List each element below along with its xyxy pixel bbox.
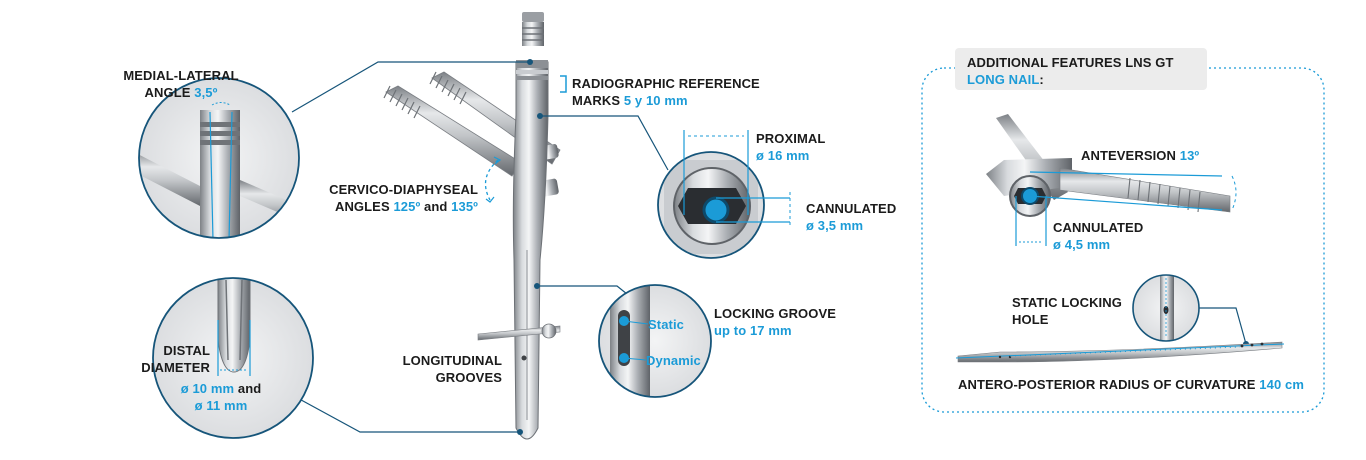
radiographic-value: 5 y 10 mm	[623, 93, 688, 108]
static-position-label: Static	[648, 317, 685, 332]
cervico-angle-arc	[484, 159, 499, 201]
longitudinal-grooves-label: LONGITUDINAL GROOVES	[402, 353, 502, 385]
medial-lateral-label: MEDIAL-LATERAL ANGLE 3,5º	[123, 68, 239, 100]
curvature-radius-label: ANTERO-POSTERIOR RADIUS OF CURVATURE 140…	[958, 377, 1304, 392]
distal-screw-image	[477, 323, 561, 361]
cannulated-main-label: CANNULATED ø 3,5 mm	[806, 201, 897, 233]
set-screw-image	[522, 12, 544, 46]
dynamic-position-label: Dynamic	[646, 353, 701, 368]
locking-groove-label: LOCKING GROOVE up to 17 mm	[714, 306, 837, 338]
proximal-label: PROXIMAL ø 16 mm	[756, 131, 826, 163]
zoom-distal	[152, 277, 314, 439]
anteversion-label: ANTEVERSION 13º	[1081, 148, 1200, 163]
cannulated-long-nail-label: CANNULATED ø 4,5 mm	[1053, 220, 1144, 252]
main-nail	[383, 12, 561, 440]
curvature-radius-value: 140 cm	[1259, 377, 1304, 392]
static-locking-hole-zoom	[1132, 274, 1249, 347]
additional-features-panel	[921, 67, 1325, 413]
zoom-proximal	[657, 130, 791, 259]
zoom-medial-lateral	[138, 77, 300, 239]
long-curved-nail-image	[955, 341, 1285, 363]
cannulated-main-value: ø 3,5 mm	[806, 218, 864, 233]
radiographic-reference-label: RADIOGRAPHIC REFERENCE MARKS 5 y 10 mm	[572, 76, 760, 108]
additional-features-title: ADDITIONAL FEATURES LNS GT LONG NAIL:	[967, 55, 1174, 87]
zoom-locking-groove	[598, 284, 712, 398]
cannulated-long-nail-value: ø 4,5 mm	[1053, 237, 1111, 252]
locking-groove-value: up to 17 mm	[714, 323, 792, 338]
additional-features-header-box	[955, 48, 1207, 90]
radiographic-bracket	[560, 75, 567, 93]
distal-diameter-label: DISTAL DIAMETER	[141, 343, 210, 375]
distal-diameter-values: ø 10 mm and ø 11 mm	[180, 381, 262, 413]
anteversion-value: 13º	[1179, 148, 1200, 163]
proximal-value: ø 16 mm	[756, 148, 810, 163]
cervico-diaphyseal-label: CERVICO-DIAPHYSEAL ANGLES 125º and 135º	[329, 182, 478, 214]
medial-lateral-value: 3,5º	[194, 85, 218, 100]
long-nail-head-image	[986, 114, 1237, 246]
static-locking-hole-label: STATIC LOCKING HOLE	[1012, 295, 1122, 327]
